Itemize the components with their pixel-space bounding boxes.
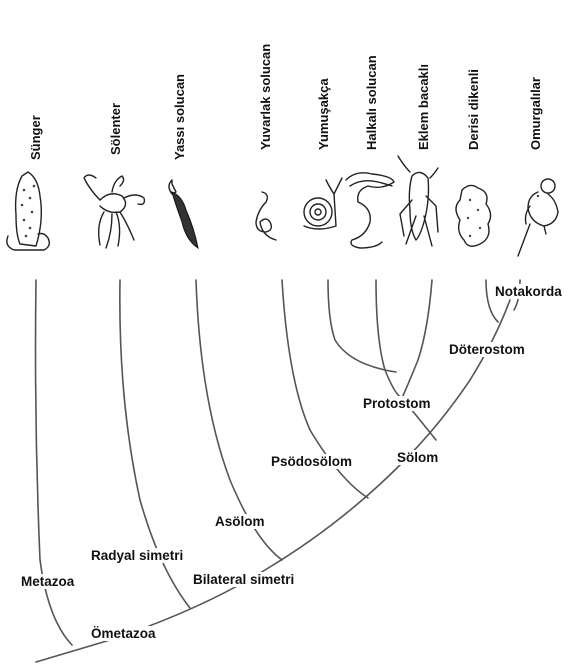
node-label-radyal-simetri: Radyal simetri <box>90 548 184 563</box>
mouse-icon <box>518 179 558 256</box>
branch-sunger <box>36 280 73 645</box>
node-label-solom: Sölom <box>396 450 439 465</box>
node-label-metazoa: Metazoa <box>20 574 75 589</box>
node-label-doterostom: Döterostom <box>448 342 526 357</box>
taxon-label-halkali-solucan: Halkalı solucan <box>364 55 379 150</box>
snail-icon <box>304 178 342 229</box>
node-label-psodosolom: Psödosölom <box>270 454 353 469</box>
taxon-label-omurgalilar: Omurgalılar <box>528 77 543 150</box>
node-label-notakorda: Notakorda <box>494 284 563 299</box>
taxon-label-sunger: Sünger <box>28 115 43 160</box>
branch-main-stem <box>36 300 510 662</box>
node-label-protostom: Protostom <box>362 396 432 411</box>
branch-halkali-solucan <box>376 280 402 398</box>
roundworm-icon <box>256 192 276 240</box>
taxon-label-eklem-bacakli: Eklem bacaklı <box>416 64 431 150</box>
taxon-label-solenter: Sölenter <box>108 103 123 155</box>
jellyfish-polyp-icon <box>84 175 144 248</box>
taxon-label-derisi-dikenli: Derisi dikenli <box>466 69 481 150</box>
node-label-bilateral-simetri: Bilateral simetri <box>192 572 295 587</box>
taxon-label-yumusakca: Yumuşakça <box>316 78 331 150</box>
sponge-icon <box>7 172 49 250</box>
grasshopper-icon <box>398 156 438 246</box>
earthworm-icon <box>346 173 394 248</box>
taxon-label-yuvarlak-solucan: Yuvarlak solucan <box>258 44 273 150</box>
branch-yumusakca <box>328 280 396 372</box>
branch-eklem-bacakli <box>402 280 436 440</box>
flatworm-icon <box>169 180 198 248</box>
node-label-asolom: Asölom <box>214 514 266 529</box>
node-label-ometazoa: Ömetazoa <box>90 626 157 641</box>
sea-star-icon <box>456 185 491 246</box>
taxon-label-yassi-solucan: Yassı solucan <box>172 74 187 160</box>
